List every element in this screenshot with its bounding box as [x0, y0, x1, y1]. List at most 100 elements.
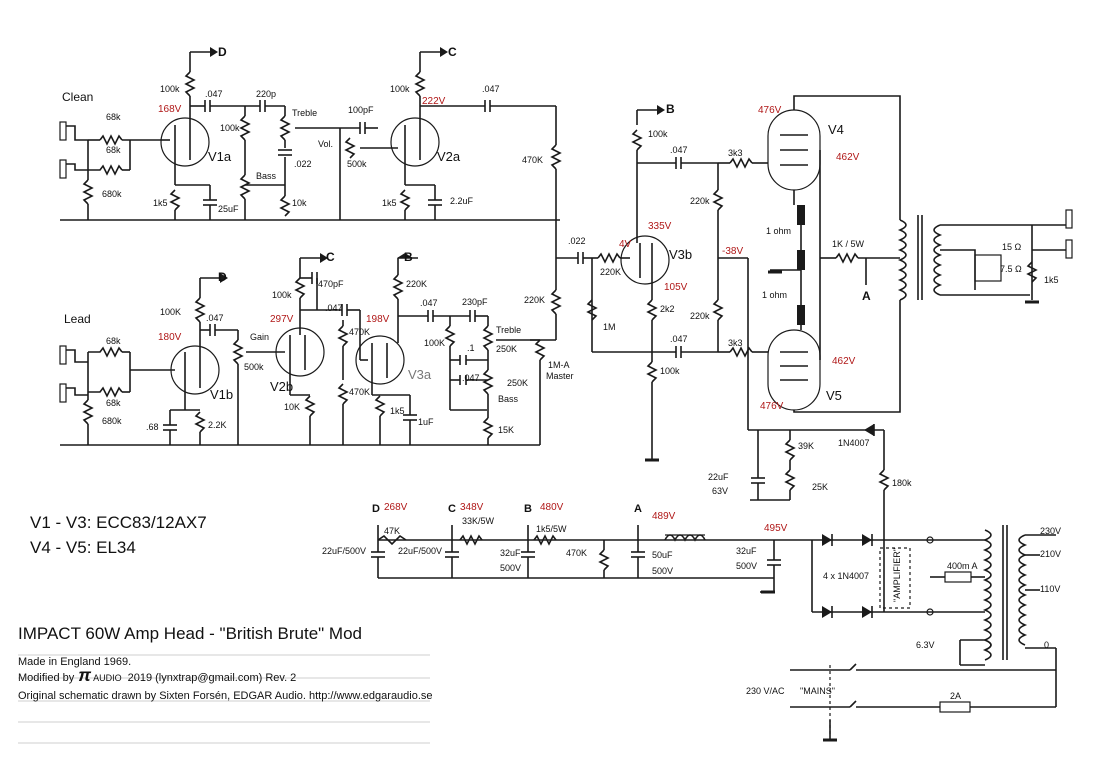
spk-1k5-label: 1k5: [1044, 275, 1059, 285]
v2b-plate-voltage: 297V: [270, 314, 294, 325]
tone-15k-label: 15K: [498, 425, 514, 435]
bias-cap-label: 22uF: [708, 472, 729, 482]
clean-jack-2: [59, 159, 67, 179]
bias-220k-2-label: 220k: [690, 311, 710, 321]
v1a-plate-r-label: 100k: [160, 84, 180, 94]
mains-transformer-primary: [1018, 534, 1028, 646]
amplifier-switch[interactable]: [879, 547, 911, 609]
v3a-plate-r-label: 220K: [406, 279, 427, 289]
v1a-bypass-label: 25uF: [218, 204, 239, 214]
v1a-plate-resistor: [184, 71, 196, 97]
fuse-400ma: [944, 571, 972, 583]
r220k-mix-label: 220K: [524, 295, 545, 305]
gain-label: Gain: [250, 332, 269, 342]
heater-label: 6.3V: [916, 640, 935, 650]
psu-32uf-2-label: 32uF: [736, 546, 757, 556]
lead-jack-1: [59, 345, 67, 365]
tap-230-label: 230V: [1040, 526, 1061, 536]
r180k-label: 180k: [892, 478, 912, 488]
psu-d-voltage: 268V: [384, 502, 408, 513]
vol-pot-label: 500k: [347, 159, 367, 169]
clean-in-resistor-2: [88, 164, 123, 176]
v4-label: V4: [828, 122, 844, 137]
pi-cap-bot-label: .047: [670, 334, 688, 344]
fuse-2a: [939, 701, 971, 713]
gain-pot: [232, 339, 244, 365]
pi-tail-label: 100k: [660, 366, 680, 376]
tone-100k-label: 100K: [424, 338, 445, 348]
credit-pre: Modified by: [18, 672, 75, 684]
lead-jack-2: [59, 383, 67, 403]
master-label: 1M-A: [548, 360, 570, 370]
volume-pot: [344, 137, 356, 159]
mains-switch-pole-1[interactable]: [849, 663, 857, 671]
cap-022-label: .022: [294, 159, 312, 169]
psu-cap-c-label: 22uF/500V: [398, 546, 442, 556]
v1b-label: V1b: [210, 387, 233, 402]
v4-plate-voltage: 476V: [758, 105, 782, 116]
lead-in1-label: 68k: [106, 336, 121, 346]
output-transformer-secondary: [933, 224, 943, 296]
v3a-label: V3a: [408, 367, 432, 382]
fuse-ma-label: 400m A: [947, 561, 978, 571]
v2a-bypass-label: 2.2uF: [450, 196, 474, 206]
clean-channel: Clean 68k 68k 680k 100k 168V .047 220p T…: [59, 45, 562, 258]
v1a-tube: [160, 117, 210, 167]
tone-250k-1-label: 250K: [496, 344, 517, 354]
bus-d-lead: D: [218, 270, 227, 284]
fuse-2a-label: 2A: [950, 691, 961, 701]
lead-channel: Lead 68k 68k 680k 100K 180V .047 Gain 50…: [59, 250, 574, 446]
clean-jack-1: [59, 121, 67, 141]
v1b-plate-r-label: 100K: [160, 307, 181, 317]
v1a-cap-label: .047: [205, 89, 223, 99]
nfb-label: 1K / 5W: [832, 239, 865, 249]
v2b-cath-label: 10K: [284, 402, 300, 412]
v1a-220k-label: 100k: [220, 123, 240, 133]
bias-39k-label: 39K: [798, 441, 814, 451]
v5-cathode-resistor: [797, 305, 805, 325]
credit-line-3: Original schematic drawn by Sixten Forsé…: [18, 690, 433, 702]
psu-b-voltage: 480V: [540, 502, 564, 513]
vol-label: Vol.: [318, 139, 333, 149]
bus-c-lead: C: [326, 250, 335, 264]
power-supply: D 268V 47K 22uF/500V C 348V 33K/5W 22uF/…: [322, 502, 1061, 742]
v2b-470pf-label: 470pF: [318, 279, 344, 289]
bias-pot: [784, 469, 796, 491]
power-stage: 476V V4 462V 3k3 220k 1 ohm -38V 1K / 5W…: [690, 95, 1073, 430]
mains-switch-pole-2[interactable]: [849, 700, 857, 708]
v2a-out-cap-label: .047: [482, 84, 500, 94]
filter-choke: [664, 534, 706, 542]
lead-treble-pot: [482, 325, 494, 351]
clean-grid-label: 680k: [102, 189, 122, 199]
psu-50uf-label: 50uF: [652, 550, 673, 560]
bus-a-nfb: A: [862, 289, 871, 303]
grid-3k3-bot-label: 3k3: [728, 338, 743, 348]
credit-post: 2019 (lynxtrap@gmail.com) Rev. 2: [128, 672, 297, 684]
v1b-cath-cap-label: .68: [146, 422, 159, 432]
bias-supply: 39K 25K 22uF 63V 1N4007 180k: [708, 424, 912, 540]
pi-audio-word: AUDIO: [93, 673, 122, 683]
v3a-cath-label: 1k5: [390, 406, 405, 416]
master-pot: [534, 339, 546, 361]
title-sub: - "British Brute" Mod: [204, 624, 362, 643]
clean-label: Clean: [62, 90, 93, 104]
title-main: IMPACT 60W Amp Head: [18, 624, 204, 643]
psu-b-letter: B: [524, 503, 532, 515]
bias-25k-label: 25K: [812, 482, 828, 492]
pi-2k2-label: 2k2: [660, 304, 675, 314]
speaker-out-2: [1065, 239, 1073, 259]
v3a-tube: [355, 335, 405, 385]
v3a-plate-voltage: 198V: [366, 314, 390, 325]
psu-47k-label: 47K: [384, 526, 400, 536]
clean-grid-resistor: [82, 179, 94, 205]
psu-32uf-1v-label: 500V: [500, 563, 521, 573]
v2a-tube: [390, 117, 440, 167]
lead-bass-pot: [482, 369, 494, 395]
bias-220k-1-label: 220k: [690, 196, 710, 206]
tap-210-label: 210V: [1040, 549, 1061, 559]
lead-in2-label: 68k: [106, 398, 121, 408]
v5-screen-voltage: 462V: [832, 356, 856, 367]
pi-audio-logo: π: [78, 665, 91, 685]
v2a-plate-r-label: 100k: [390, 84, 410, 94]
